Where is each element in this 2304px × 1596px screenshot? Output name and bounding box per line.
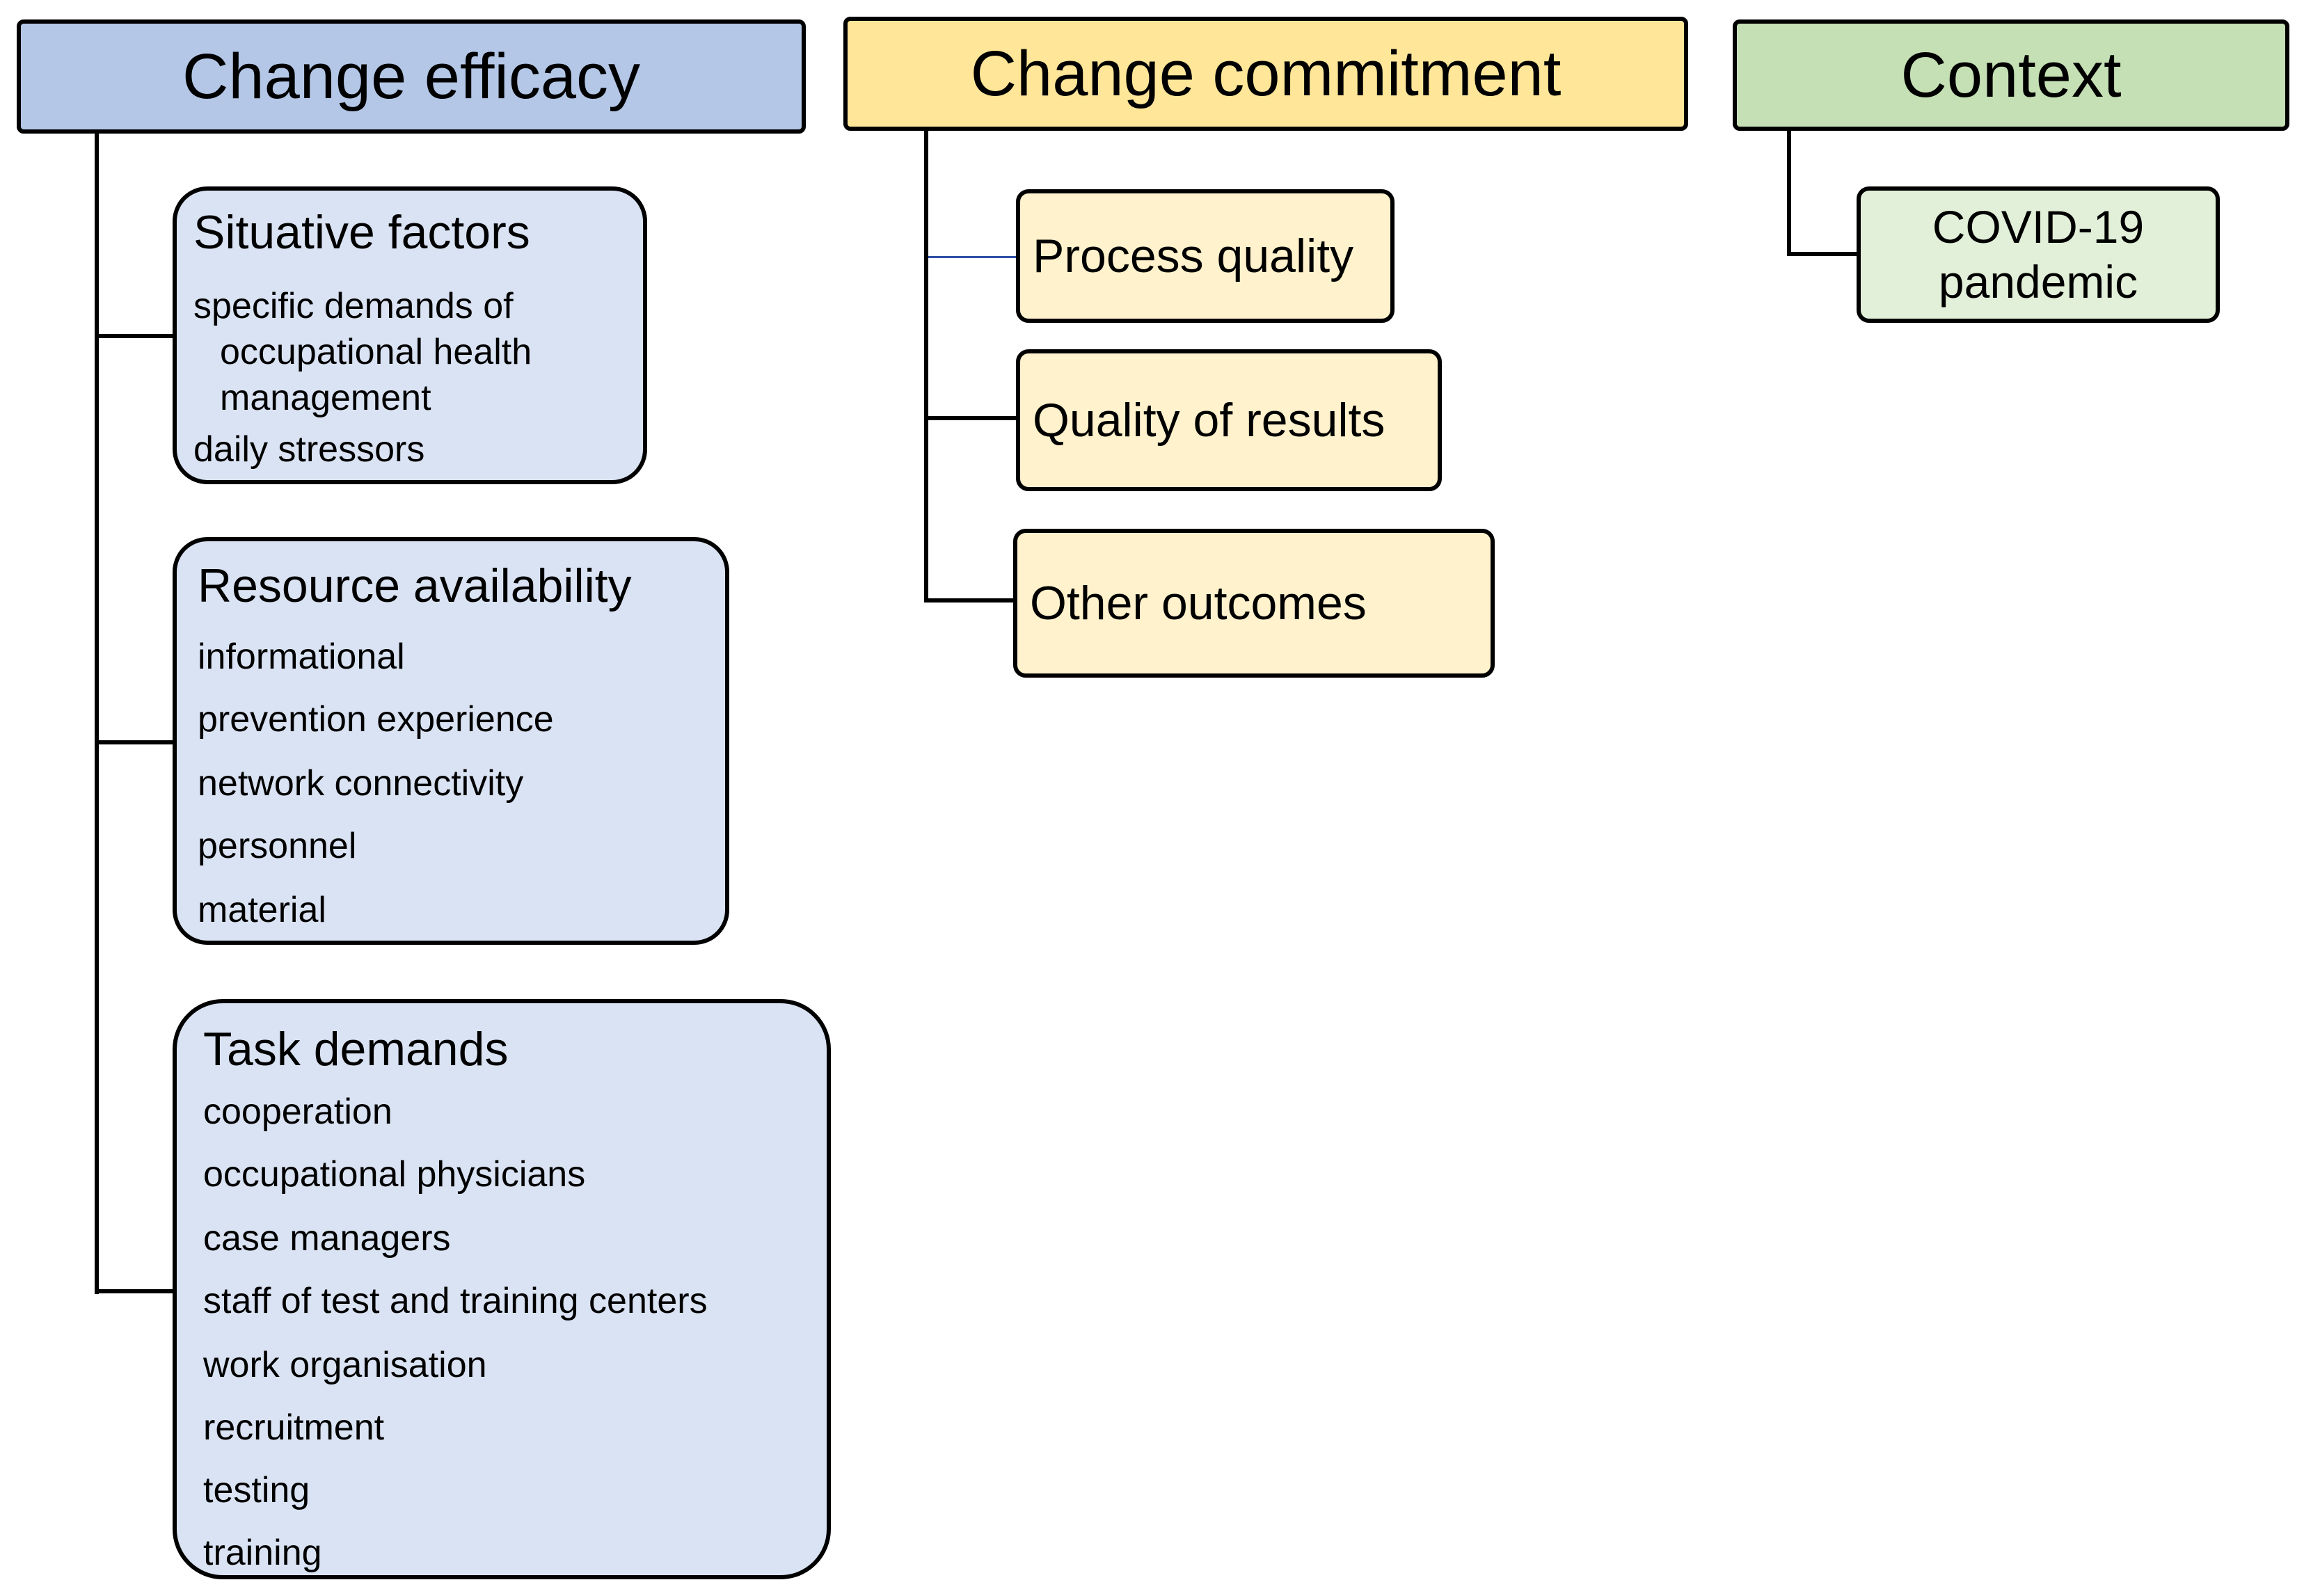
task-item: recruitment [203, 1407, 385, 1448]
task-connector [95, 1289, 175, 1293]
situative-factors-title: Situative factors [193, 206, 530, 259]
change-efficacy-header: Change efficacy [17, 19, 806, 134]
situative-connector [95, 334, 175, 338]
quality-results-box: Quality of results [1016, 349, 1442, 491]
covid-19-pandemic-label: COVID-19 pandemic [1932, 200, 2144, 310]
task-item: case managers [203, 1218, 451, 1259]
change-commitment-title: Change commitment [970, 38, 1562, 109]
task-item: testing [203, 1470, 310, 1510]
context-title: Context [1900, 40, 2122, 111]
covid-line-2: pandemic [1938, 256, 2138, 308]
process-quality-label: Process quality [1033, 230, 1354, 282]
change-efficacy-title: Change efficacy [182, 41, 641, 112]
task-item: occupational physicians [203, 1154, 586, 1195]
situative-item: specific demands of [193, 286, 514, 326]
resource-availability-title: Resource availability [198, 559, 632, 612]
quality-results-connector [924, 416, 1019, 420]
resource-availability-box: Resource availability informational prev… [173, 537, 729, 945]
change-commitment-header: Change commitment [843, 17, 1688, 131]
commitment-trunk-line [924, 129, 928, 603]
task-demands-title: Task demands [203, 1023, 509, 1076]
situative-factors-box: Situative factors specific demands of oc… [173, 186, 647, 484]
other-outcomes-box: Other outcomes [1013, 529, 1495, 678]
process-quality-connector [928, 256, 1019, 258]
process-quality-box: Process quality [1016, 189, 1395, 323]
situative-item: daily stressors [193, 429, 425, 470]
resource-item: material [198, 890, 326, 930]
quality-results-label: Quality of results [1033, 394, 1385, 447]
resource-item: informational [198, 637, 405, 677]
context-header: Context [1733, 19, 2289, 131]
resource-item: prevention experience [198, 699, 554, 740]
task-item: cooperation [203, 1092, 392, 1132]
situative-item: occupational health [220, 332, 532, 372]
covid-19-pandemic-box: COVID-19 pandemic [1857, 186, 2220, 323]
task-demands-box: Task demands cooperation occupational ph… [173, 999, 831, 1579]
context-trunk-line [1787, 129, 1791, 256]
situative-item: management [220, 378, 431, 418]
other-outcomes-label: Other outcomes [1030, 577, 1367, 630]
efficacy-trunk-line [95, 132, 99, 1294]
resource-item: network connectivity [198, 763, 524, 804]
task-item: work organisation [203, 1345, 487, 1385]
resource-item: personnel [198, 826, 357, 866]
task-item: staff of test and training centers [203, 1281, 708, 1321]
resources-connector [95, 740, 175, 744]
covid-line-1: COVID-19 [1932, 200, 2145, 253]
context-connector [1787, 252, 1859, 256]
other-outcomes-connector [924, 598, 1016, 603]
task-item: training [203, 1533, 322, 1573]
